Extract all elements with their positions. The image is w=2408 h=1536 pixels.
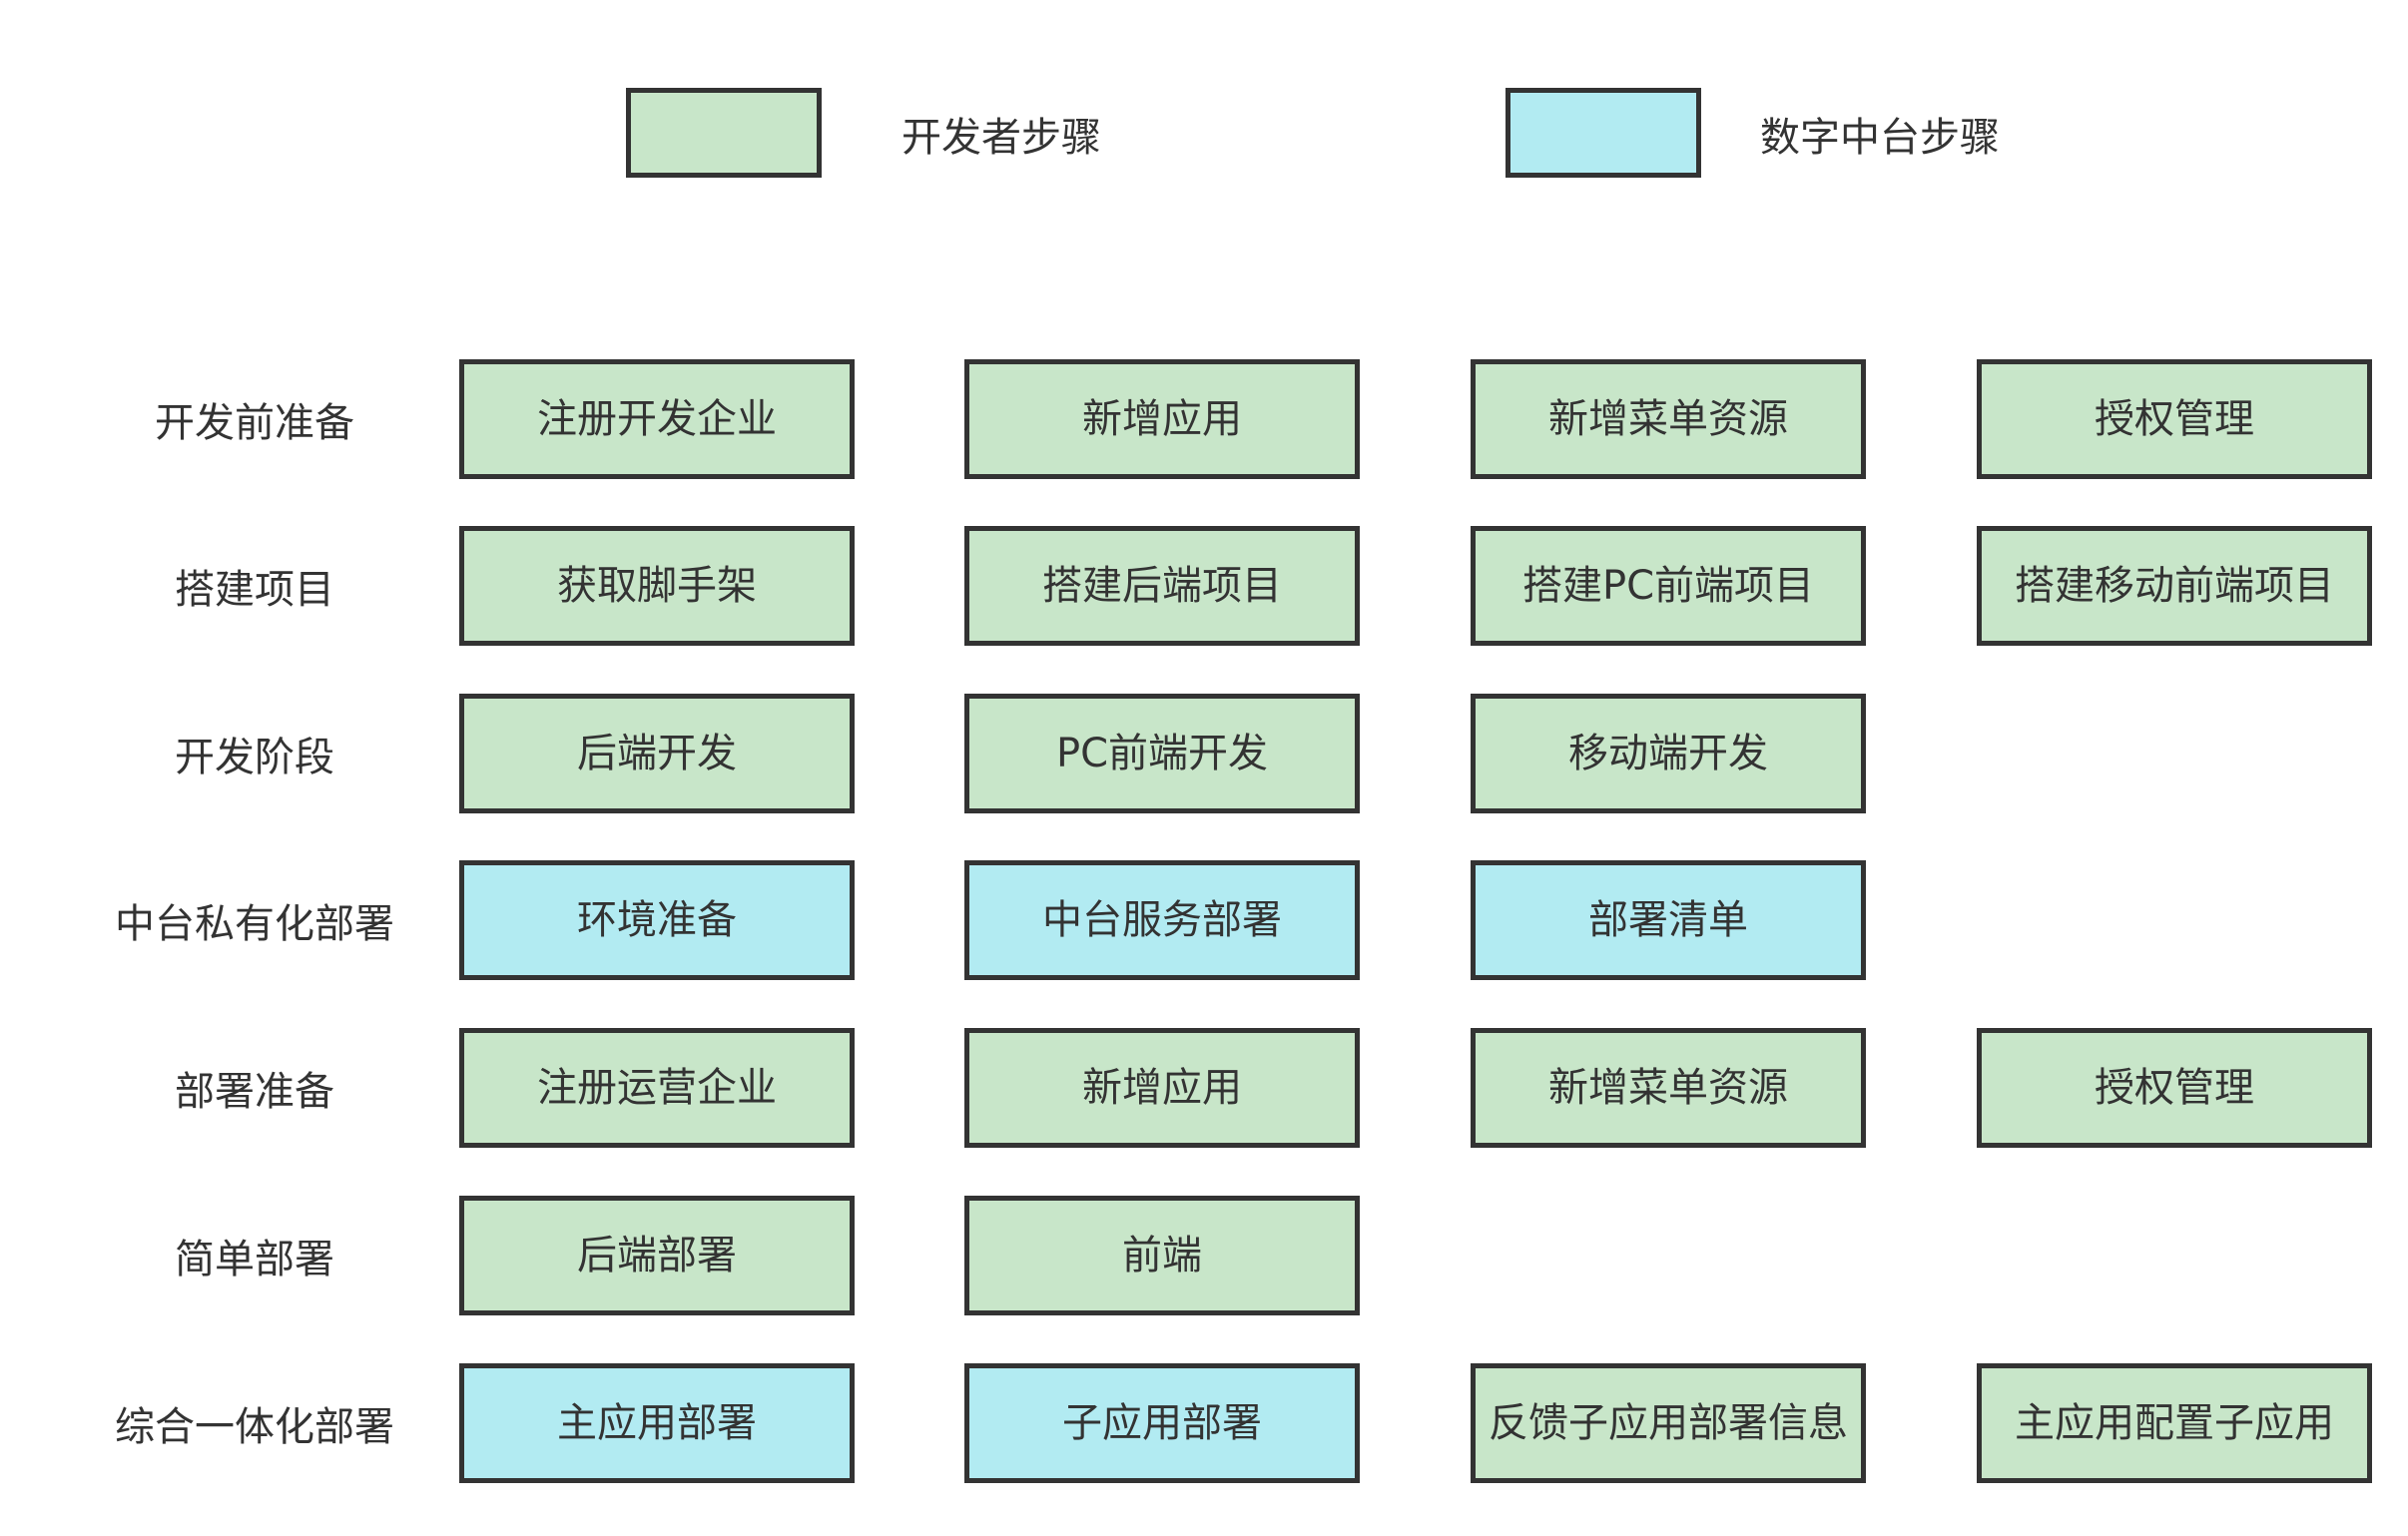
developer-step-box: 授权管理 — [1977, 359, 2372, 479]
developer-step-box: 主应用配置子应用 — [1977, 1363, 2372, 1483]
row-label: 开发阶段 — [175, 735, 334, 780]
platform-step-box: 子应用部署 — [964, 1363, 1360, 1483]
legend-label-developer: 开发者步骤 — [902, 115, 1101, 161]
developer-step-box: 获取脚手架 — [459, 526, 855, 646]
platform-step-box: 主应用部署 — [459, 1363, 855, 1483]
developer-step-box: 搭建移动前端项目 — [1977, 526, 2372, 646]
developer-step-box: 注册运营企业 — [459, 1028, 855, 1148]
developer-step-box: 反馈子应用部署信息 — [1471, 1363, 1866, 1483]
developer-step-box: 新增菜单资源 — [1471, 1028, 1866, 1148]
developer-step-box: 后端开发 — [459, 694, 855, 813]
developer-step-box: 搭建PC前端项目 — [1471, 526, 1866, 646]
developer-step-box: 授权管理 — [1977, 1028, 2372, 1148]
row-label: 中台私有化部署 — [115, 901, 394, 947]
row-label: 搭建项目 — [175, 567, 334, 613]
developer-step-box: 搭建后端项目 — [964, 526, 1360, 646]
legend-label-platform: 数字中台步骤 — [1760, 115, 2000, 161]
developer-step-box: 新增应用 — [964, 359, 1360, 479]
developer-step-box: 注册开发企业 — [459, 359, 855, 479]
legend-swatch-platform — [1505, 88, 1701, 178]
developer-step-box: 后端部署 — [459, 1196, 855, 1315]
developer-step-box: 新增菜单资源 — [1471, 359, 1866, 479]
platform-step-box: 部署清单 — [1471, 860, 1866, 980]
row-label: 开发前准备 — [155, 400, 354, 446]
platform-step-box: 环境准备 — [459, 860, 855, 980]
developer-step-box: PC前端开发 — [964, 694, 1360, 813]
developer-step-box: 移动端开发 — [1471, 694, 1866, 813]
row-label: 简单部署 — [175, 1237, 334, 1282]
legend-swatch-developer — [626, 88, 822, 178]
row-label: 综合一体化部署 — [115, 1404, 394, 1450]
row-label: 部署准备 — [175, 1069, 334, 1115]
developer-step-box: 新增应用 — [964, 1028, 1360, 1148]
developer-step-box: 前端 — [964, 1196, 1360, 1315]
platform-step-box: 中台服务部署 — [964, 860, 1360, 980]
